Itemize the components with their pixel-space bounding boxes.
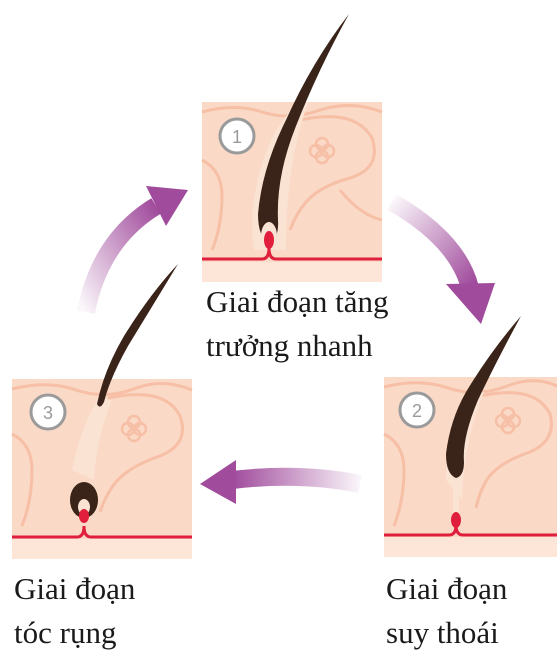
- stage-2-caption: Giai đoạn suy thoái: [386, 567, 507, 655]
- stage-1-caption: Giai đoạn tăng trưởng nhanh: [206, 280, 389, 368]
- stage-2-number-badge: 2: [400, 393, 434, 427]
- stage-2-caption-line1: Giai đoạn: [386, 567, 507, 611]
- stage-2-illustration: 2: [384, 316, 557, 557]
- stage-3-caption-line2: tóc rụng: [14, 611, 135, 655]
- cycle-arrow-1-to-2: [392, 202, 495, 324]
- stage-3-illustration: 3: [12, 264, 192, 559]
- stage-2-caption-line2: suy thoái: [386, 611, 507, 655]
- cycle-arrow-2-to-3: [200, 460, 360, 504]
- cycle-arrow-3-to-1: [86, 186, 188, 312]
- svg-text:2: 2: [412, 401, 422, 421]
- stage-1-illustration: 1: [202, 14, 382, 282]
- svg-text:3: 3: [43, 403, 53, 423]
- stage-3-caption: Giai đoạn tóc rụng: [14, 567, 135, 655]
- stage-3-caption-line1: Giai đoạn: [14, 567, 135, 611]
- stage-3-number-badge: 3: [31, 395, 65, 429]
- svg-text:1: 1: [232, 127, 242, 147]
- stage-1-caption-line2: trưởng nhanh: [206, 324, 389, 368]
- stage-1-caption-line1: Giai đoạn tăng: [206, 280, 389, 324]
- stage-1-number-badge: 1: [220, 119, 254, 153]
